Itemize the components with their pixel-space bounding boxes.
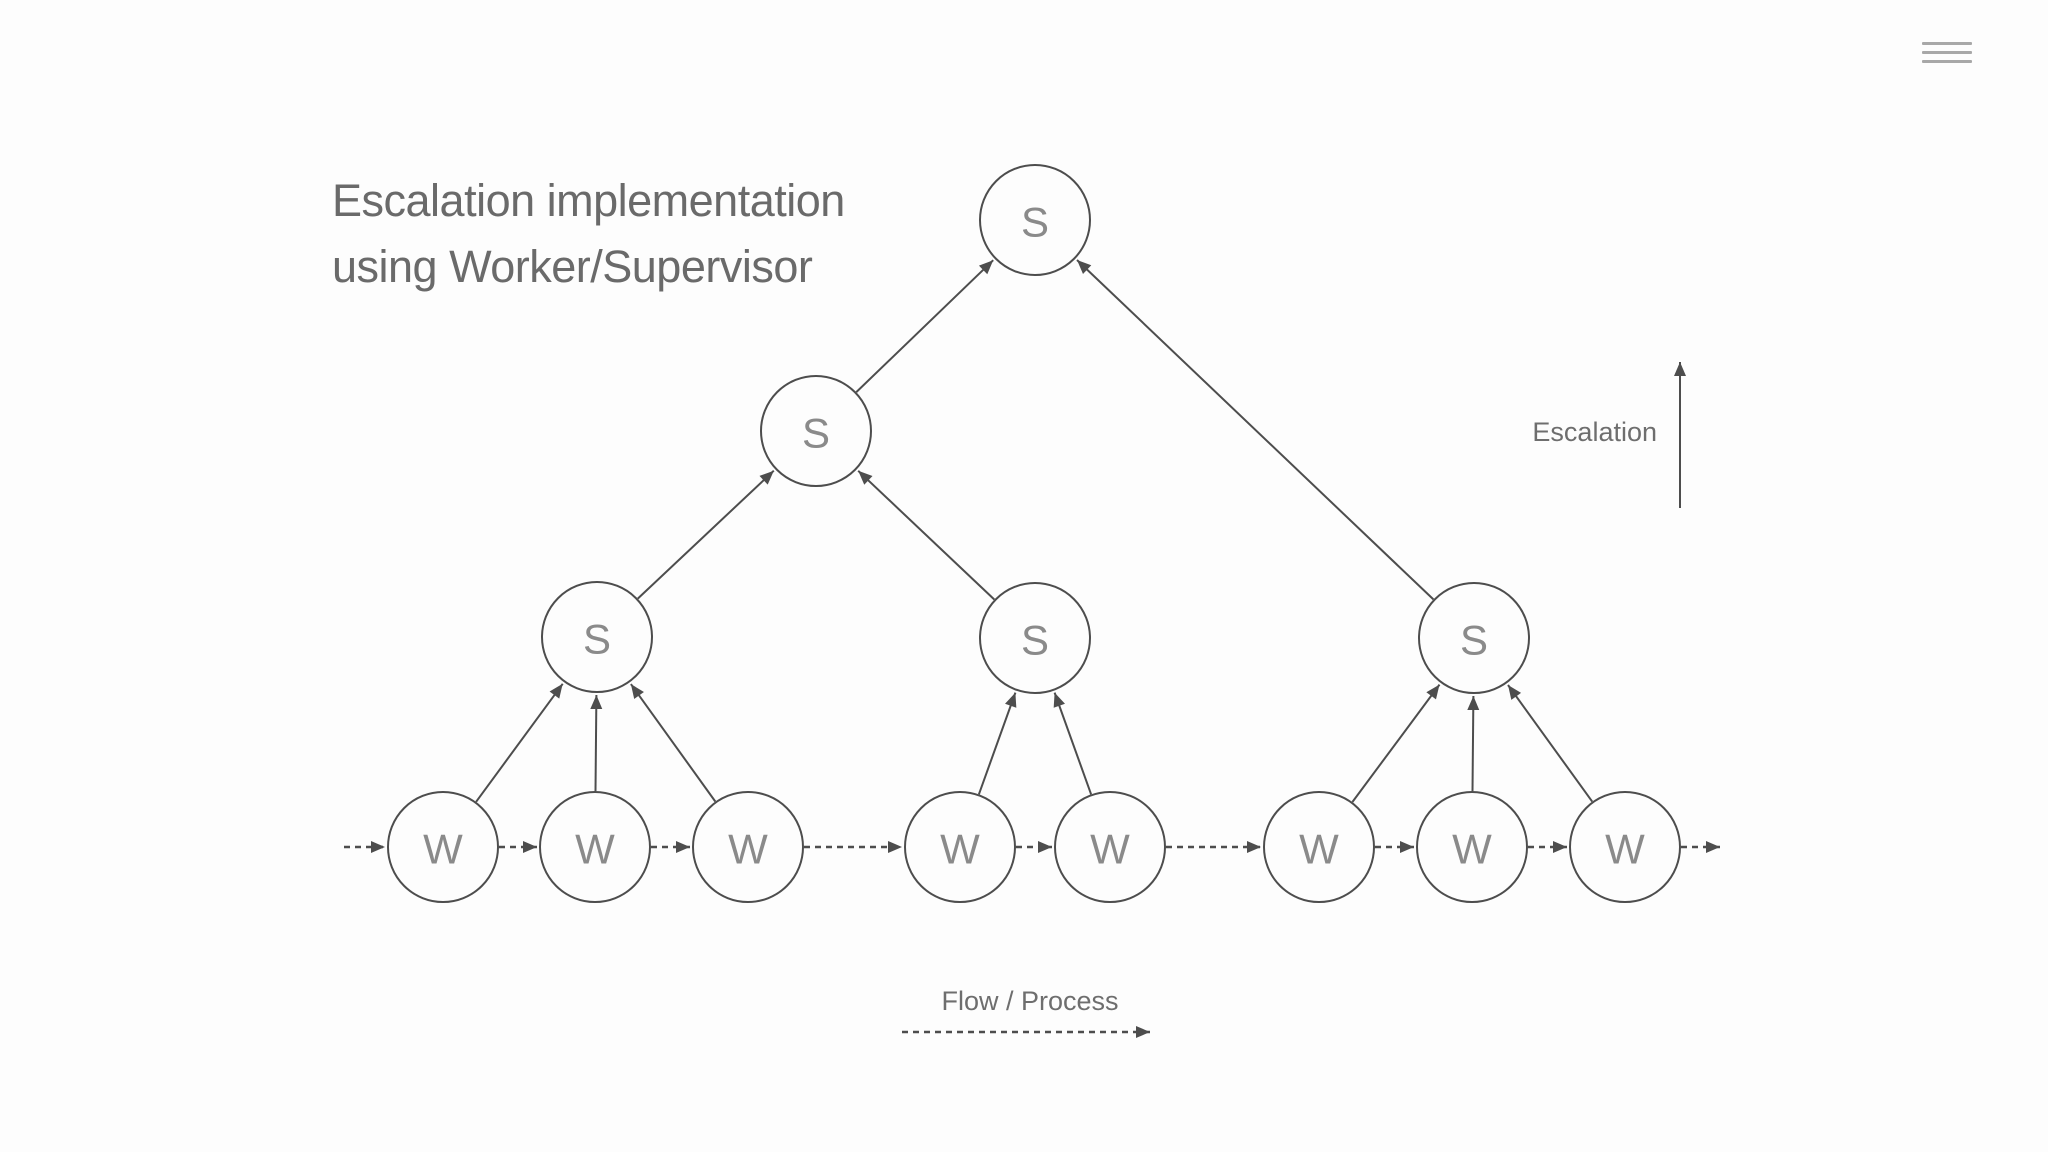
escalation-edge-arrow — [590, 694, 603, 792]
escalation-edge-arrow — [637, 469, 775, 600]
worker-node-label: W — [1299, 826, 1339, 873]
escalation-edge-arrow — [1507, 684, 1594, 803]
supervisor-node-s2 — [760, 375, 872, 487]
supervisor-node-label: S — [1021, 199, 1049, 246]
worker-node-w2 — [539, 791, 651, 903]
node-layer: S S S S S W W W W W W W W — [387, 164, 1681, 903]
escalation-edge-arrow — [857, 470, 995, 601]
supervisor-node-s3r — [1418, 582, 1530, 694]
escalation-label: Escalation — [1532, 417, 1657, 447]
worker-node-label: W — [728, 826, 768, 873]
supervisor-node-label: S — [583, 616, 611, 663]
worker-node-w7 — [1416, 791, 1528, 903]
diagram-title: Escalation implementation using Worker/S… — [332, 168, 845, 300]
edge-layer — [344, 259, 1720, 853]
worker-node-w4 — [904, 791, 1016, 903]
worker-node-w6 — [1263, 791, 1375, 903]
supervisor-node-s1 — [979, 164, 1091, 276]
worker-node-label: W — [1452, 826, 1492, 873]
escalation-edge-arrow — [1053, 692, 1093, 795]
supervisor-node-label: S — [1021, 617, 1049, 664]
escalation-edge-arrow — [1076, 259, 1435, 601]
supervisor-node-s3m — [979, 582, 1091, 694]
hamburger-menu-button[interactable] — [1922, 42, 1976, 70]
worker-node-label: W — [1090, 826, 1130, 873]
hamburger-icon-bar — [1922, 60, 1972, 63]
escalation-edge-arrow — [475, 683, 564, 803]
flow-process-label: Flow / Process — [941, 986, 1118, 1016]
worker-node-w1 — [387, 791, 499, 903]
worker-node-label: W — [940, 826, 980, 873]
escalation-edge-arrow — [630, 683, 717, 803]
worker-node-label: W — [423, 826, 463, 873]
supervisor-node-s3l — [541, 581, 653, 693]
worker-node-w5 — [1054, 791, 1166, 903]
worker-node-w8 — [1569, 791, 1681, 903]
supervisor-node-label: S — [1460, 617, 1488, 664]
escalation-edge-arrow — [1467, 695, 1480, 792]
supervisor-node-label: S — [802, 410, 830, 457]
worker-node-w3 — [692, 791, 804, 903]
escalation-edge-arrow — [977, 692, 1017, 795]
worker-node-label: W — [1605, 826, 1645, 873]
hamburger-icon-bar — [1922, 42, 1972, 45]
escalation-edge-arrow — [1351, 684, 1441, 803]
escalation-edge-arrow — [855, 259, 994, 393]
title-line-2: using Worker/Supervisor — [332, 241, 813, 292]
hamburger-icon-bar — [1922, 51, 1972, 54]
title-line-1: Escalation implementation — [332, 175, 845, 226]
worker-node-label: W — [575, 826, 615, 873]
